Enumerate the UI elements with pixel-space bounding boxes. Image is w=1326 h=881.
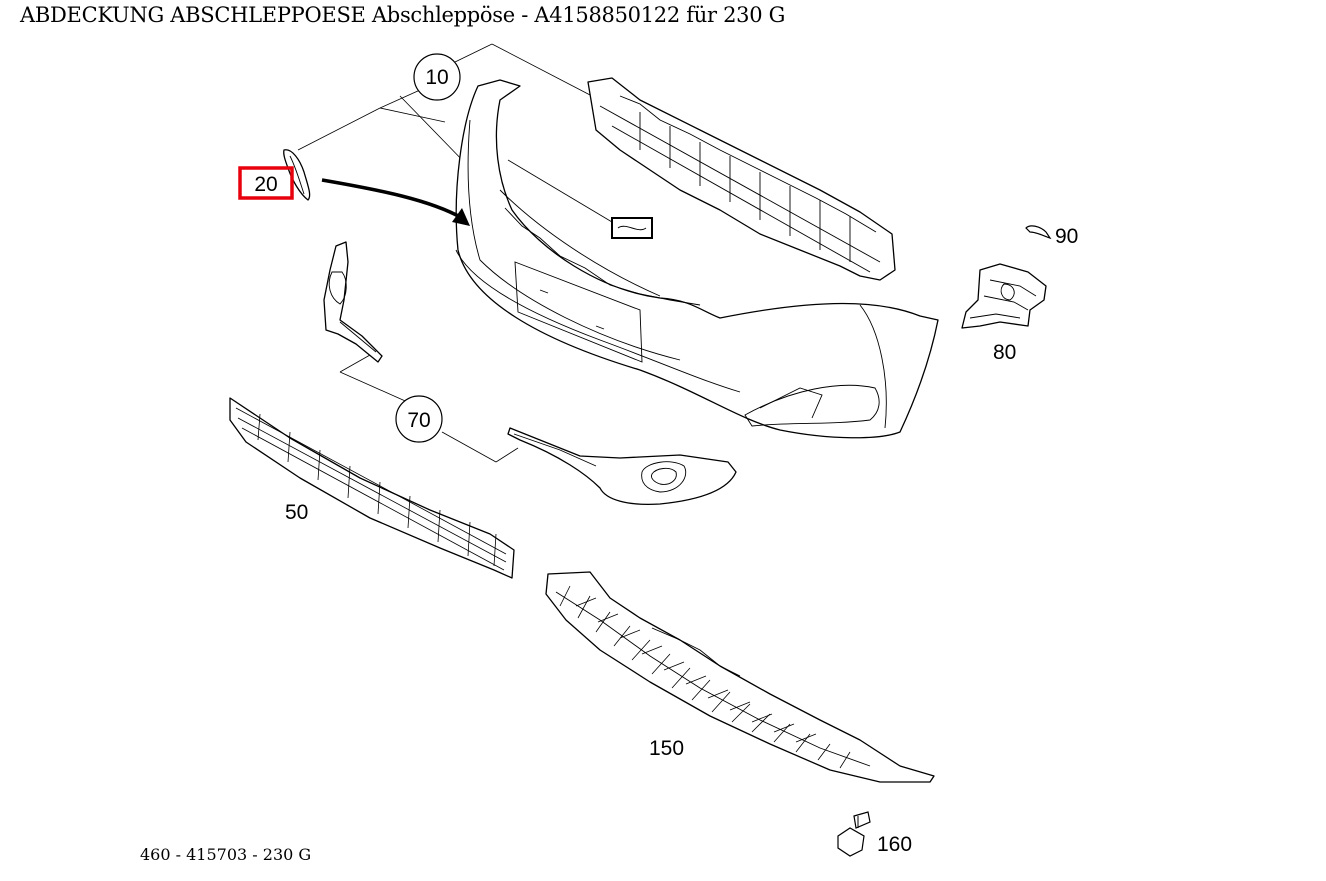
- page-title: ABDECKUNG ABSCHLEPPOESE Abschleppöse - A…: [20, 3, 786, 27]
- bracket-part-80[interactable]: [961, 263, 1047, 329]
- trim-strip-left-part-70[interactable]: [323, 241, 383, 363]
- lower-grille-part-50[interactable]: [229, 397, 515, 579]
- callout-90[interactable]: 90: [1055, 225, 1078, 248]
- callout-150[interactable]: 150: [649, 737, 684, 760]
- callout-70[interactable]: 70: [407, 409, 430, 432]
- trim-strip-right-part-70[interactable]: [507, 427, 737, 506]
- callout-20[interactable]: 20: [254, 173, 277, 196]
- callout-circle-70: [395, 395, 443, 443]
- upper-support-bracket[interactable]: [587, 77, 896, 281]
- callout-50[interactable]: 50: [285, 501, 308, 524]
- highlight-box-20: [238, 166, 294, 200]
- label-plate-symbol: [611, 217, 653, 239]
- callout-160[interactable]: 160: [877, 833, 912, 856]
- callout-10[interactable]: 10: [425, 66, 448, 89]
- bumper-cover-part-10[interactable]: [455, 79, 939, 439]
- tow-hook-cover-part-20[interactable]: [283, 149, 311, 201]
- callout-80[interactable]: 80: [993, 341, 1016, 364]
- lower-reinforcement-part-150[interactable]: [545, 571, 935, 783]
- diagram-reference: 460 - 415703 - 230 G: [140, 845, 312, 864]
- assembly-arrow: [321, 178, 470, 226]
- leader-lines: [297, 43, 613, 463]
- screw-part-160[interactable]: [837, 811, 871, 857]
- callout-circle-10: [413, 53, 461, 101]
- clip-part-90[interactable]: [1025, 225, 1052, 240]
